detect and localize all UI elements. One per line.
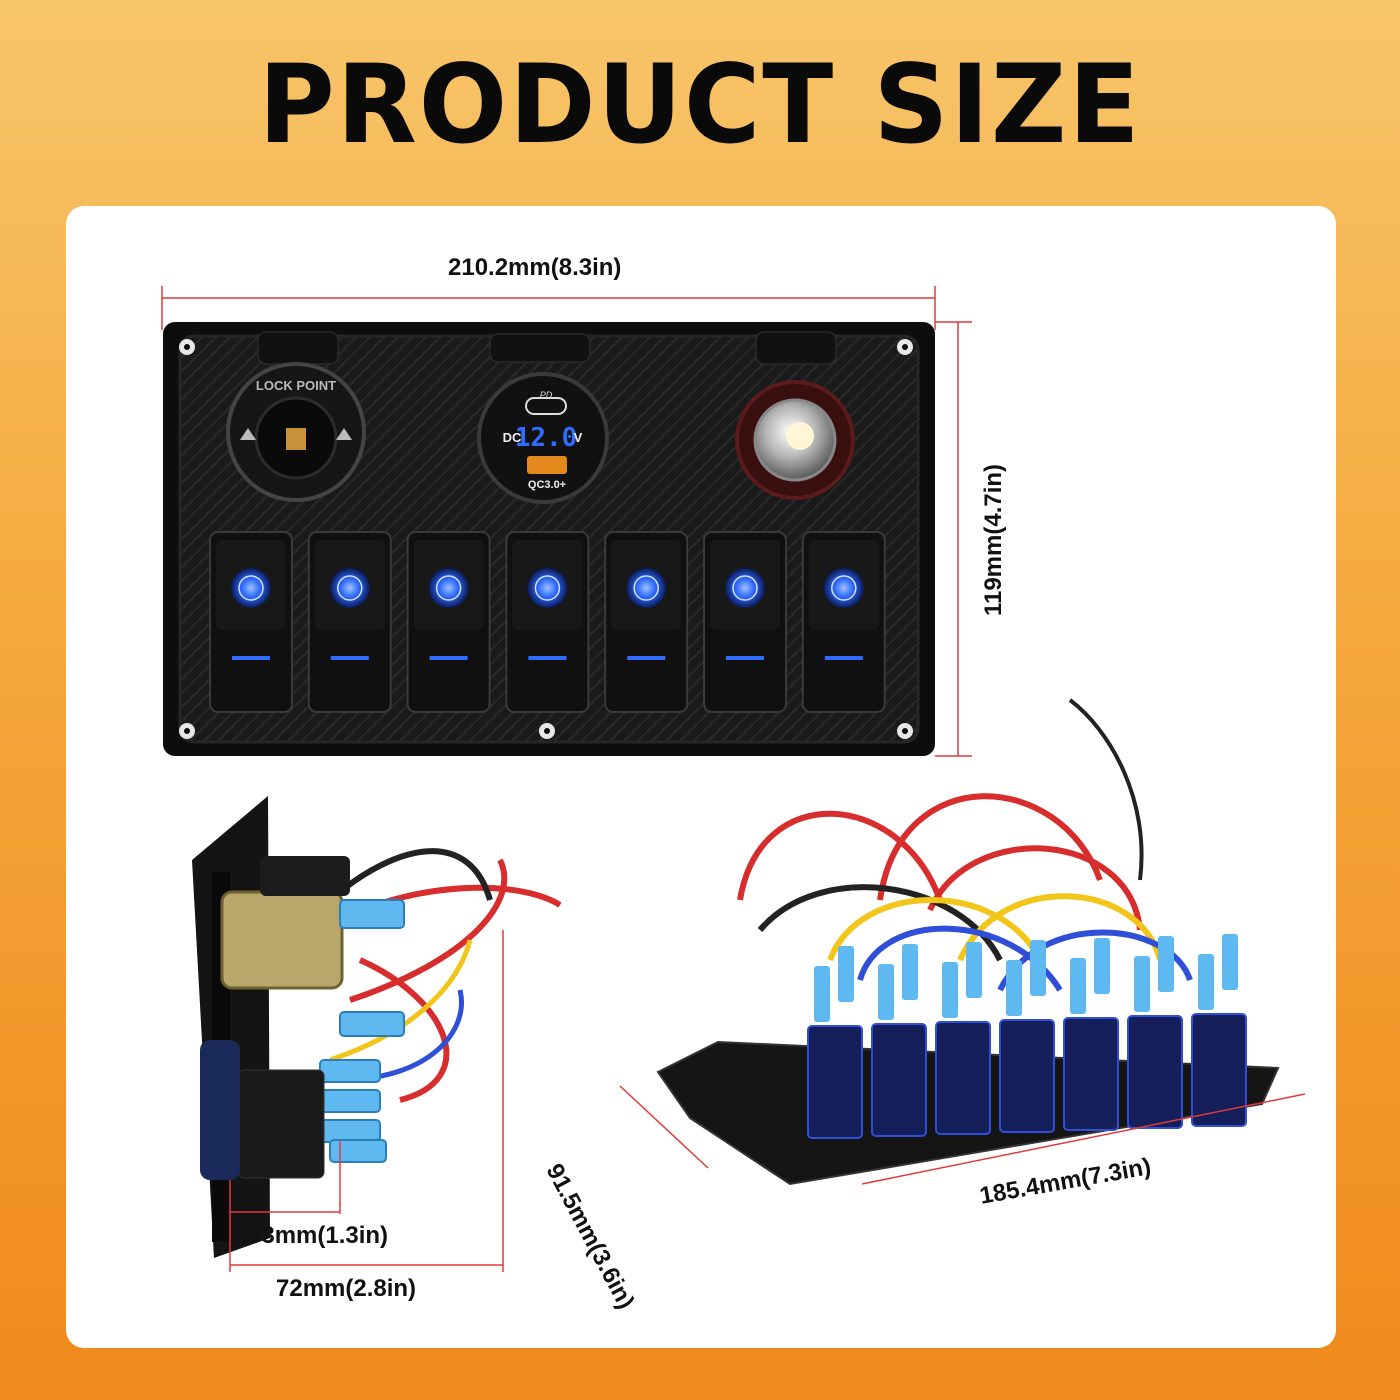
depth-total-label: 72mm(2.8in)	[276, 1275, 417, 1302]
voltmeter-unit: V	[574, 430, 583, 445]
depth-front-label: 33mm(1.3in)	[248, 1222, 389, 1249]
switch-body	[1063, 938, 1119, 1131]
switch-body	[1127, 936, 1183, 1129]
switch-body	[999, 940, 1055, 1133]
rocker-switch[interactable]	[604, 531, 689, 713]
front-panel: LOCK POINT PD DC 12.0 V QC3.0+	[163, 322, 935, 756]
switch-body	[871, 944, 927, 1137]
switch-body	[1191, 934, 1247, 1127]
back-view	[619, 698, 1306, 1186]
switch-light-icon	[231, 568, 271, 608]
lighter-socket	[735, 380, 855, 500]
rocker-switch[interactable]	[801, 531, 886, 713]
pd-label: PD	[540, 390, 553, 400]
power-socket: LOCK POINT	[226, 362, 366, 502]
switch-light-icon	[823, 568, 864, 608]
rocker-switch[interactable]	[209, 531, 293, 713]
page-title: PRODUCT SIZE	[258, 39, 1142, 169]
switch-light-icon	[626, 568, 667, 608]
side-view	[192, 796, 562, 1272]
rocker-switch[interactable]	[505, 531, 590, 713]
height-dimension	[935, 321, 972, 757]
switch-body	[807, 946, 863, 1139]
qc-label: QC3.0+	[528, 479, 566, 491]
usb-voltmeter: PD DC 12.0 V QC3.0+	[477, 372, 609, 504]
rocker-switch[interactable]	[406, 531, 491, 713]
switch-light-icon	[725, 568, 765, 608]
width-label: 210.2mm(8.3in)	[448, 254, 622, 281]
switch-light-icon	[329, 568, 370, 608]
switch-light-icon	[428, 568, 469, 608]
rocker-switch[interactable]	[703, 531, 787, 713]
voltmeter-reading: 12.0	[515, 423, 578, 453]
height-label: 119mm(4.7in)	[980, 463, 1008, 617]
rocker-switch[interactable]	[307, 531, 392, 713]
rocker-switches	[209, 531, 886, 713]
voltmeter-prefix: DC	[503, 430, 522, 445]
switch-light-icon	[527, 568, 568, 608]
switch-body	[935, 942, 991, 1135]
socket-ring-text: LOCK POINT	[256, 378, 336, 393]
